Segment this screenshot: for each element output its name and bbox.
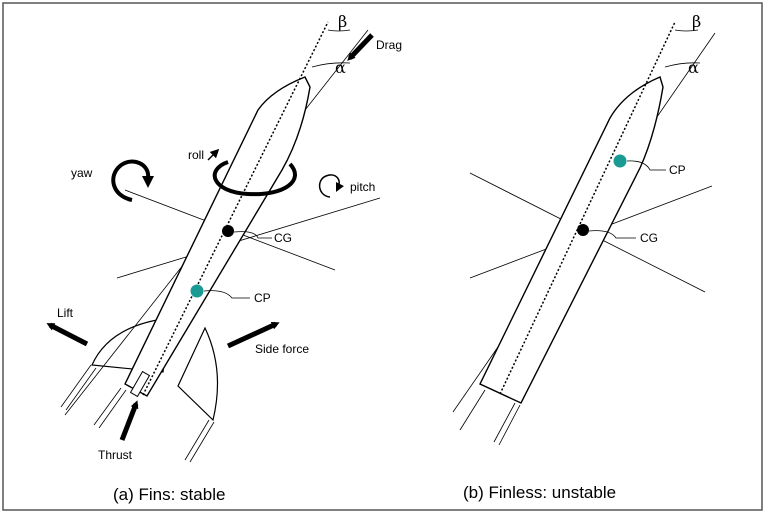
thrust-label: Thrust — [98, 448, 133, 462]
yaw-arc — [111, 159, 151, 202]
roll-label: roll — [188, 148, 204, 162]
rocket-body-fins — [124, 76, 311, 397]
exhaust-trails — [60, 364, 215, 463]
rocket-centerline — [142, 21, 329, 396]
alpha-label: α — [335, 58, 346, 77]
pitch-label: pitch — [350, 180, 375, 194]
thrust-arrow — [119, 400, 139, 441]
nozzle — [129, 370, 151, 398]
cp-marker-b — [613, 154, 627, 168]
cg-marker-b — [577, 224, 589, 236]
beta-label-b: β — [692, 12, 701, 31]
cg-marker — [222, 225, 234, 237]
yaw-label: yaw — [71, 166, 93, 180]
panel-fins-stable: α β Drag roll yaw pitch CG CP Lift Side … — [46, 12, 402, 504]
exhaust-trails-b — [459, 389, 521, 446]
panel-finless-unstable: α β CP CG (b) Finless: unstable — [452, 12, 716, 502]
pitch-arc — [318, 174, 345, 198]
alpha-arc-b — [664, 62, 701, 68]
cp-leader — [203, 290, 250, 299]
caption-finless-unstable: (b) Finless: unstable — [463, 483, 616, 502]
drag-label: Drag — [376, 38, 402, 52]
yaw-axis-line — [116, 197, 381, 279]
cp-label-b: CP — [669, 163, 686, 177]
cg-label-b: CG — [640, 231, 658, 245]
drag-arrow — [347, 33, 374, 61]
side-force-label: Side force — [255, 342, 309, 356]
caption-fins-stable: (a) Fins: stable — [113, 485, 225, 504]
roll-arrowhead — [207, 148, 220, 161]
beta-arc-b — [674, 29, 699, 32]
cg-leader — [233, 231, 272, 239]
beta-arc — [327, 29, 351, 32]
lift-label: Lift — [57, 306, 74, 320]
rocket-centerline-b — [499, 21, 676, 395]
cg-leader-b — [588, 230, 636, 239]
cp-marker — [190, 284, 204, 298]
cp-label: CP — [254, 291, 271, 305]
alpha-label-b: α — [688, 58, 699, 77]
lift-arrow — [46, 322, 89, 347]
beta-label: β — [338, 12, 347, 31]
side-force-arrow — [226, 321, 280, 349]
right-fin — [177, 326, 219, 422]
rocket-body-finless — [479, 76, 664, 404]
alpha-arc — [311, 62, 351, 68]
roll-arc — [212, 160, 297, 197]
cp-leader-b — [626, 160, 666, 171]
figure-border — [2, 2, 763, 511]
cg-label: CG — [274, 231, 292, 245]
